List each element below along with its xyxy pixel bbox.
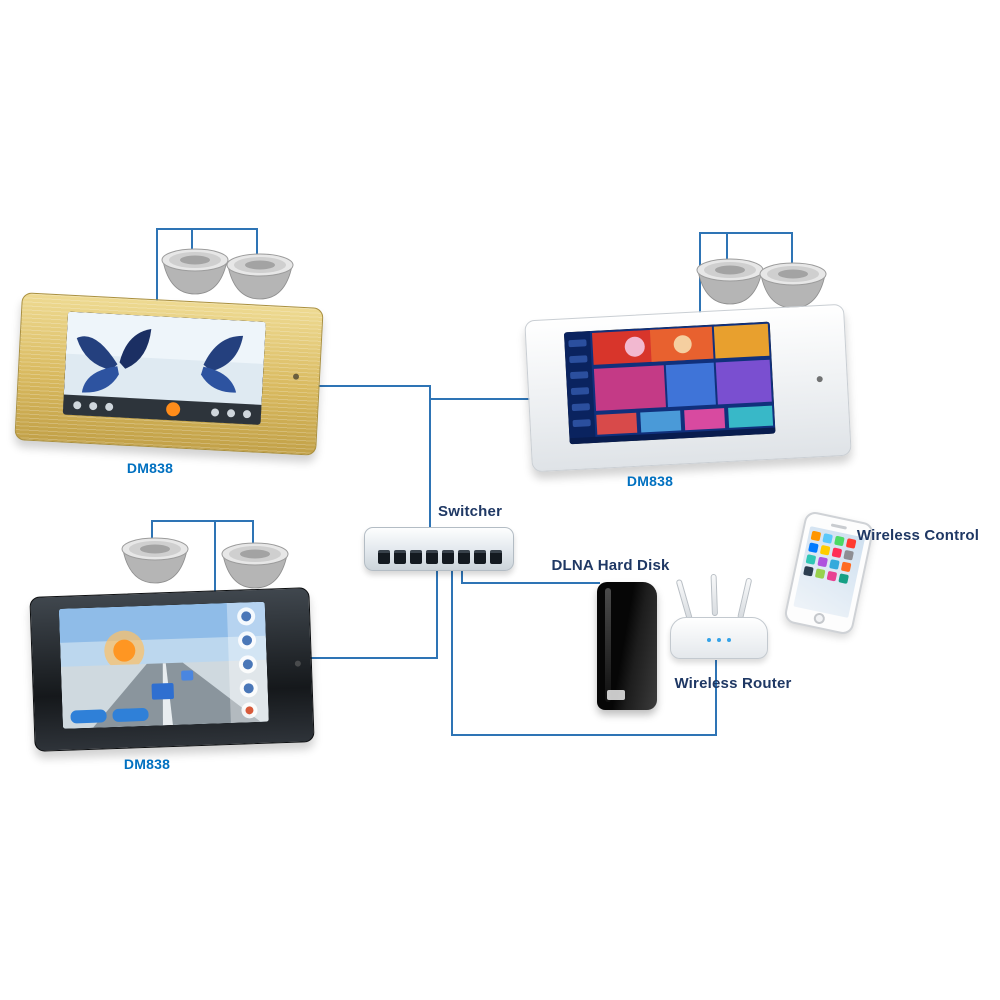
label-dlna-hard-disk: DLNA Hard Disk xyxy=(551,557,670,574)
app-icon xyxy=(840,561,852,573)
screen-buttons xyxy=(70,708,149,724)
wall-panel-white xyxy=(524,303,852,473)
app-icon xyxy=(810,530,822,542)
butterfly-art xyxy=(76,329,244,393)
cable-speakers-to-black-panel xyxy=(151,520,254,544)
wireless-router xyxy=(670,617,768,659)
wall-panel-gold xyxy=(14,292,324,456)
ktv-sidebar xyxy=(563,331,596,445)
ethernet-port xyxy=(394,550,406,564)
camera-dot xyxy=(816,375,823,383)
control-strip xyxy=(226,601,269,723)
ceiling-speaker xyxy=(121,537,189,584)
app-icon xyxy=(817,556,828,568)
cable-switch-to-black-panel xyxy=(306,569,438,659)
ceiling-speaker xyxy=(759,262,827,309)
label-wireless-router: Wireless Router xyxy=(674,675,792,692)
cable-speakers-to-gold-panel xyxy=(156,228,258,314)
app-icon xyxy=(829,559,840,570)
player-bar xyxy=(62,394,262,425)
wall-panel-black xyxy=(29,587,315,752)
ceiling-speaker xyxy=(161,248,229,295)
app-icon xyxy=(838,573,849,585)
label-dm838-black: DM838 xyxy=(123,756,171,772)
led xyxy=(717,638,721,642)
app-icon xyxy=(819,544,831,556)
label-switcher: Switcher xyxy=(438,503,503,520)
ethernet-port xyxy=(426,550,438,564)
app-icon xyxy=(822,533,833,544)
app-icon xyxy=(831,547,843,559)
panel-screen-ktv xyxy=(563,321,776,445)
ethernet-port xyxy=(490,550,502,564)
app-icon xyxy=(803,565,814,577)
ceiling-speaker xyxy=(696,258,764,305)
ethernet-port xyxy=(378,550,390,564)
app-icon xyxy=(805,554,817,565)
ceiling-speaker xyxy=(221,542,289,589)
router-leds xyxy=(707,638,731,642)
dlna-hard-disk xyxy=(597,582,657,710)
panel-screen-butterfly xyxy=(62,311,266,425)
app-icon xyxy=(843,549,854,561)
ethernet-port xyxy=(458,550,470,564)
panel-screen-highway xyxy=(58,601,269,729)
cable-speakers-to-white-panel xyxy=(699,232,793,342)
label-dm838-gold: DM838 xyxy=(126,460,174,476)
ktv-tiles xyxy=(593,359,774,435)
cable-switch-to-hard-disk xyxy=(461,569,600,584)
disk-gloss xyxy=(605,588,611,702)
app-icon xyxy=(808,542,819,554)
cable-gold-panel-to-switch xyxy=(318,385,431,530)
power-dot xyxy=(294,660,301,667)
led xyxy=(707,638,711,642)
home-button xyxy=(812,611,826,626)
disk-logo xyxy=(607,690,625,700)
label-dm838-white: DM838 xyxy=(626,473,674,489)
led xyxy=(727,638,731,642)
ktv-banner xyxy=(591,323,770,365)
network-switch xyxy=(364,527,514,571)
ceiling-speaker xyxy=(226,253,294,300)
switch-ports xyxy=(378,550,502,564)
cable-switch-to-router xyxy=(451,569,717,736)
app-icon xyxy=(814,568,826,580)
app-icon xyxy=(826,570,838,582)
label-wireless-control: Wireless Control xyxy=(856,527,980,544)
ethernet-port xyxy=(410,550,422,564)
ethernet-port xyxy=(474,550,486,564)
ethernet-port xyxy=(442,550,454,564)
camera-dot xyxy=(292,373,300,380)
